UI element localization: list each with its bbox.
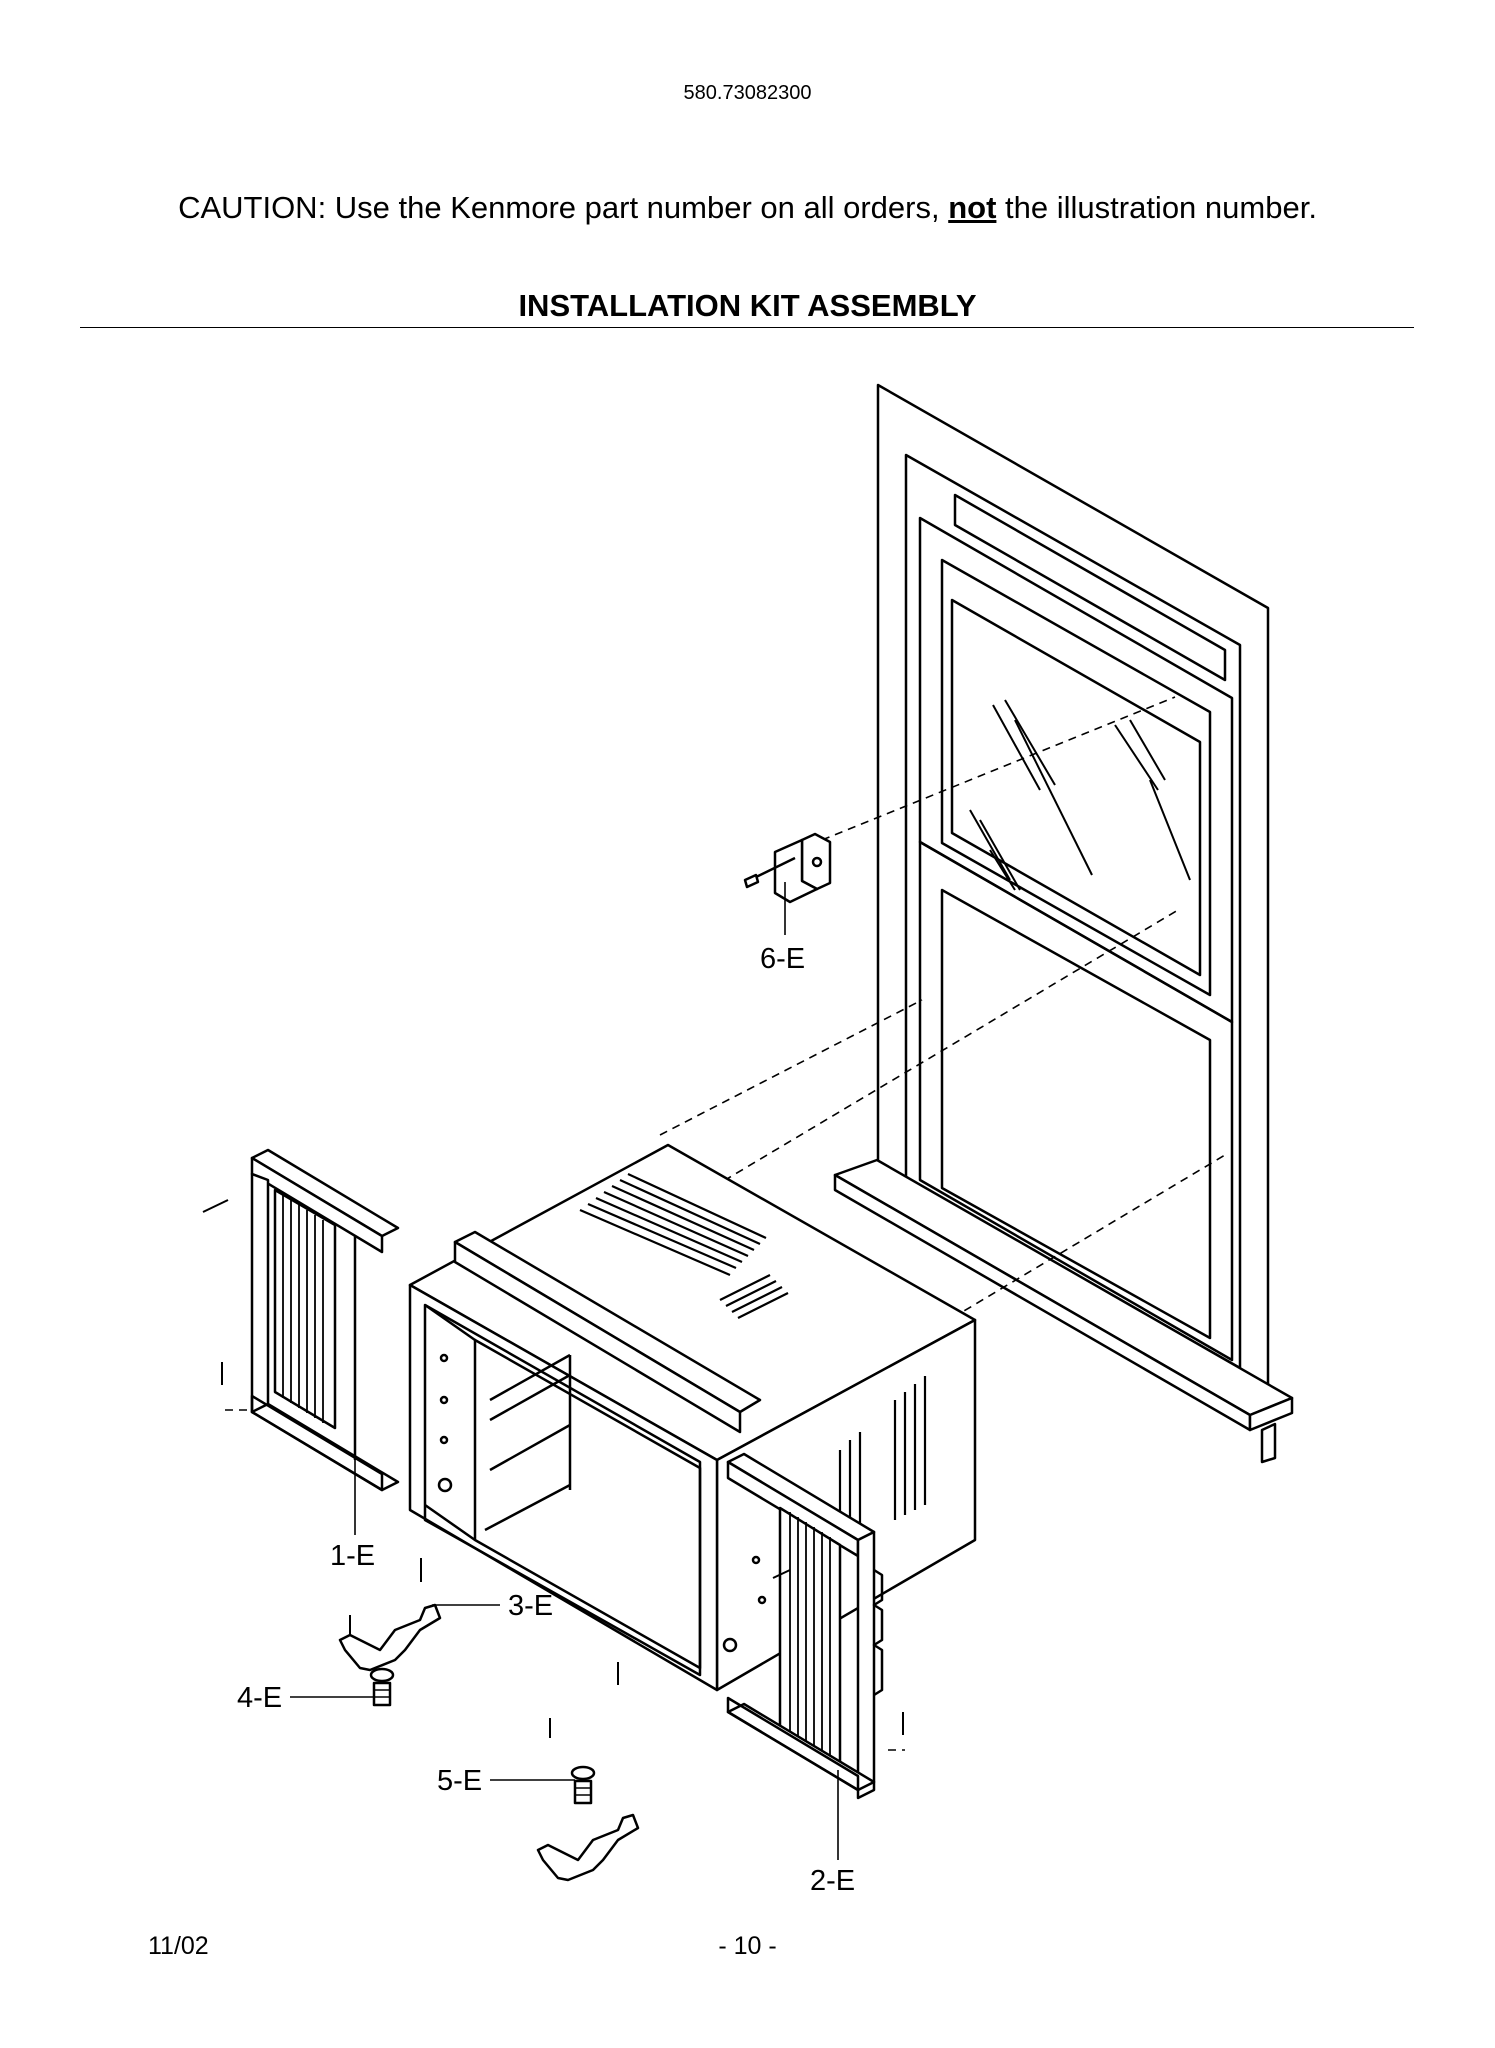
window-bracket bbox=[743, 832, 832, 904]
caution-prefix: CAUTION: Use the Kenmore part number on … bbox=[178, 190, 949, 225]
ac-cabinet bbox=[408, 1143, 977, 1692]
part-label-3e: 3-E bbox=[508, 1590, 553, 1622]
bolts bbox=[369, 1667, 596, 1805]
caution-emphasis: not bbox=[948, 190, 997, 225]
part-label-5e: 5-E bbox=[437, 1765, 482, 1797]
part-label-4e: 4-E bbox=[237, 1682, 282, 1714]
part-label-1e: 1-E bbox=[330, 1540, 375, 1572]
window-frame bbox=[833, 383, 1294, 1464]
caution-suffix: the illustration number. bbox=[996, 190, 1317, 225]
caution-notice: CAUTION: Use the Kenmore part number on … bbox=[0, 190, 1495, 226]
support-brackets bbox=[338, 1603, 640, 1882]
page-number: - 10 - bbox=[718, 1932, 777, 1960]
screws bbox=[202, 1199, 904, 1738]
part-label-2e: 2-E bbox=[810, 1865, 855, 1897]
right-side-panel bbox=[726, 1452, 884, 1800]
exploded-diagram: 6-E 1-E 3-E 4-E 5-E 2-E bbox=[202, 383, 1294, 1897]
section-title: INSTALLATION KIT ASSEMBLY bbox=[518, 288, 977, 323]
leader-lines bbox=[290, 882, 839, 1860]
footer-date: 11/02 bbox=[148, 1932, 209, 1960]
model-number: 580.73082300 bbox=[683, 82, 812, 104]
title-rule bbox=[80, 327, 1414, 328]
left-side-panel bbox=[250, 1148, 400, 1492]
part-label-6e: 6-E bbox=[760, 943, 805, 975]
